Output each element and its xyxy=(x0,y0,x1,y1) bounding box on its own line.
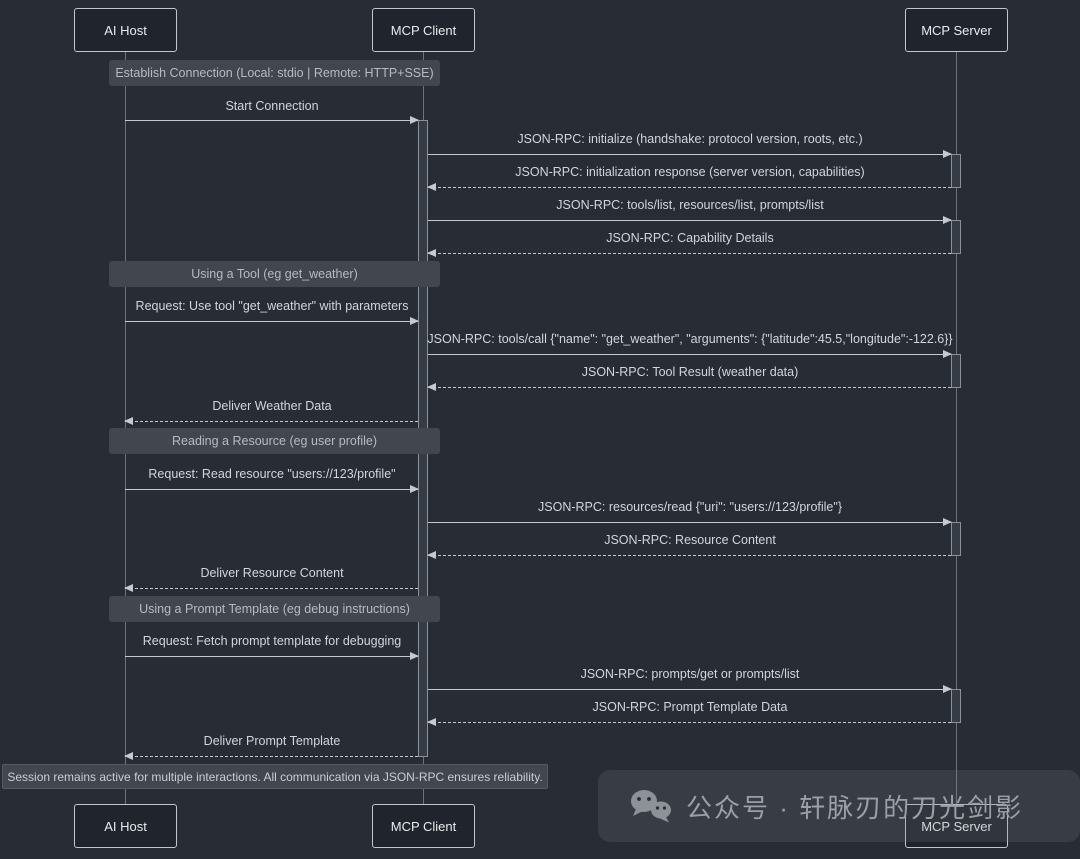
message-arrow xyxy=(427,183,951,191)
message-arrow xyxy=(428,350,952,358)
message-arrow xyxy=(427,249,951,257)
actor-mcp-client-top: MCP Client xyxy=(372,8,475,52)
message-arrow xyxy=(124,417,418,425)
actor-ai-host-bottom: AI Host xyxy=(74,804,177,848)
message-label: Request: Read resource "users://123/prof… xyxy=(148,467,396,481)
message-label: Start Connection xyxy=(225,99,319,113)
message-label: Deliver Prompt Template xyxy=(203,734,341,748)
activation-server xyxy=(951,522,961,556)
lifeline-mcp-server xyxy=(956,52,957,804)
section-establish-connection: Establish Connection (Local: stdio | Rem… xyxy=(109,60,440,86)
message-label: JSON-RPC: initialize (handshake: protoco… xyxy=(517,132,863,146)
message-arrow xyxy=(427,718,951,726)
wechat-icon xyxy=(628,788,672,824)
message-label: Request: Use tool "get_weather" with par… xyxy=(135,299,409,313)
message-arrow xyxy=(124,584,418,592)
message-label: JSON-RPC: tools/call {"name": "get_weath… xyxy=(427,332,953,346)
actor-mcp-server-bottom: MCP Server xyxy=(905,804,1008,848)
watermark-band: 公众号 · 轩脉刃的刀光剑影 xyxy=(598,770,1080,842)
activation-server xyxy=(951,154,961,188)
message-arrow xyxy=(125,652,419,660)
message-label: Deliver Resource Content xyxy=(200,566,344,580)
actor-ai-host-top: AI Host xyxy=(74,8,177,52)
message-label: JSON-RPC: Tool Result (weather data) xyxy=(581,365,799,379)
message-arrow xyxy=(428,216,952,224)
message-arrow xyxy=(428,150,952,158)
activation-server xyxy=(951,354,961,388)
section-using-a-tool: Using a Tool (eg get_weather) xyxy=(109,261,440,287)
message-arrow xyxy=(427,551,951,559)
watermark-text: 公众号 · 轩脉刃的刀光剑影 xyxy=(686,792,1024,823)
message-arrow xyxy=(125,317,419,325)
message-arrow xyxy=(428,518,952,526)
message-label: Request: Fetch prompt template for debug… xyxy=(142,634,402,648)
message-label: JSON-RPC: initialization response (serve… xyxy=(515,165,865,179)
message-label: JSON-RPC: Capability Details xyxy=(606,231,774,245)
message-arrow xyxy=(124,752,418,760)
message-arrow xyxy=(427,383,951,391)
message-arrow xyxy=(428,685,952,693)
message-label: JSON-RPC: Resource Content xyxy=(604,533,776,547)
actor-mcp-client-bottom: MCP Client xyxy=(372,804,475,848)
section-reading-a-resource: Reading a Resource (eg user profile) xyxy=(109,428,440,454)
actor-mcp-server-top: MCP Server xyxy=(905,8,1008,52)
message-label: JSON-RPC: resources/read {"uri": "users:… xyxy=(538,500,842,514)
activation-server xyxy=(951,689,961,723)
section-using-a-prompt-template: Using a Prompt Template (eg debug instru… xyxy=(109,596,440,622)
message-arrow xyxy=(125,116,419,124)
session-note: Session remains active for multiple inte… xyxy=(2,764,548,789)
message-label: JSON-RPC: tools/list, resources/list, pr… xyxy=(556,198,824,212)
message-label: JSON-RPC: prompts/get or prompts/list xyxy=(580,667,800,681)
message-label: JSON-RPC: Prompt Template Data xyxy=(592,700,788,714)
activation-server xyxy=(951,220,961,254)
message-arrow xyxy=(125,485,419,493)
message-label: Deliver Weather Data xyxy=(212,399,332,413)
